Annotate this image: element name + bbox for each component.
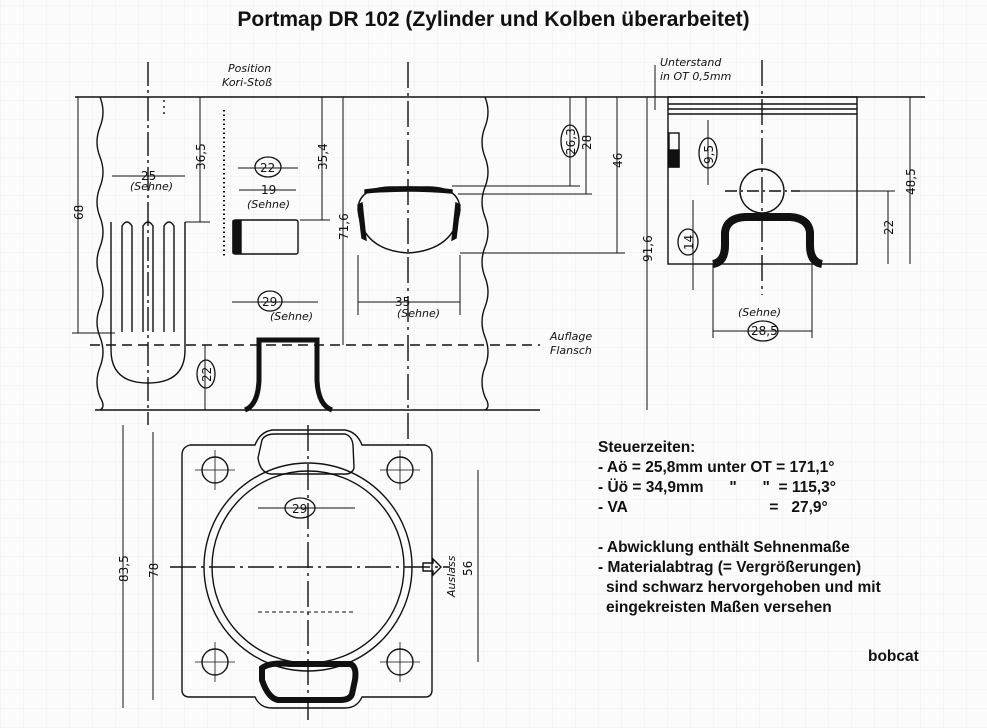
dim-46-text: 46 [611,153,625,168]
break-line-right [481,96,489,411]
dim-35-text: 35 [395,295,410,309]
label-chord-25: (Sehne) [130,180,173,193]
label-clearance-value: in OT 0,5mm [660,70,731,83]
dim-83-5-text: 83,5 [117,555,131,582]
exhaust-arrow-icon [422,557,442,577]
timing-heading: Steuerzeiten: [598,439,696,456]
cylinder-development [75,62,925,445]
dim-68-text: 68 [72,205,86,220]
dim-29-text: 29 [262,295,277,309]
exhaust-port-bottom [259,660,359,703]
timing-blowdown: - VA = 27,9° [598,499,828,516]
dim-91-6-text: 91,6 [641,235,655,262]
remark-material-3: eingekreisten Maßen versehen [606,599,832,616]
remark-material-2: sind schwarz hervorgehoben und mit [606,579,881,596]
intake-port [243,337,334,413]
dim-29-bottom-text: 29 [292,502,307,516]
piston [667,60,911,338]
timing-exhaust: - Aö = 25,8mm unter OT = 171,1° [598,459,835,476]
page-title: Portmap DR 102 (Zylinder und Kolben über… [237,8,750,31]
base-flange-outline [181,429,433,709]
label-chord-35: (Sehne) [397,307,440,320]
dim-26-3-text: 26,3 [564,128,578,155]
label-flange-2: Flansch [550,344,592,357]
label-clearance: Unterstand [660,56,722,69]
dim-56-text: 56 [461,561,475,576]
label-exhaust: Auslass [445,555,458,598]
piston-window-material-removed [668,149,680,168]
author-signature: bobcat [868,648,919,665]
dim-25-text: 25 [141,169,156,183]
dim-78-text: 78 [147,563,161,578]
label-ring-gap: Kori-Stoß [222,76,272,89]
dim-71-6-text: 71,6 [337,213,351,240]
label-position: Position [228,62,271,75]
label-chord-28-5: (Sehne) [738,306,781,319]
label-flange-1: Auflage [549,330,592,343]
dim-19-text: 19 [261,183,276,197]
dim-48-5-text: 48,5 [904,168,918,195]
label-chord-19: (Sehne) [247,198,290,211]
dimension-lines [72,65,656,410]
boost-port [232,219,299,255]
timing-transfer: - Üö = 34,9mm " " = 115,3° [598,479,837,496]
dim-28-text: 28 [580,135,594,150]
dim-22-boost-text: 22 [260,161,275,175]
dim-22-piston-text: 22 [882,220,896,235]
dim-14-text: 14 [682,235,696,250]
notes-block: Steuerzeiten: - Aö = 25,8mm unter OT = 1… [598,438,881,618]
exhaust-port-material-removed [357,186,461,242]
dim-35-4-text: 35,4 [316,143,330,170]
dim-36-5-text: 36,5 [194,143,208,170]
dim-22-intake-text: 22 [200,367,214,382]
exhaust-port [357,186,461,254]
bolt-holes [195,450,420,682]
transfer-port-top [257,433,355,475]
boost-port-material-removed [232,220,242,254]
dim-28-5-text: 28,5 [751,324,778,338]
circled-dimension-marks [196,124,779,519]
break-line-left [96,96,104,411]
remark-chord: - Abwicklung enthält Sehnenmaße [598,539,850,556]
cylinder-base-view [122,425,479,720]
remark-material: - Materialabtrag (= Vergrößerungen) [598,559,862,576]
dim-9-5-text: 9,5 [702,145,716,164]
piston-skirt-cutout [712,213,823,268]
label-chord-29: (Sehne) [270,310,313,323]
